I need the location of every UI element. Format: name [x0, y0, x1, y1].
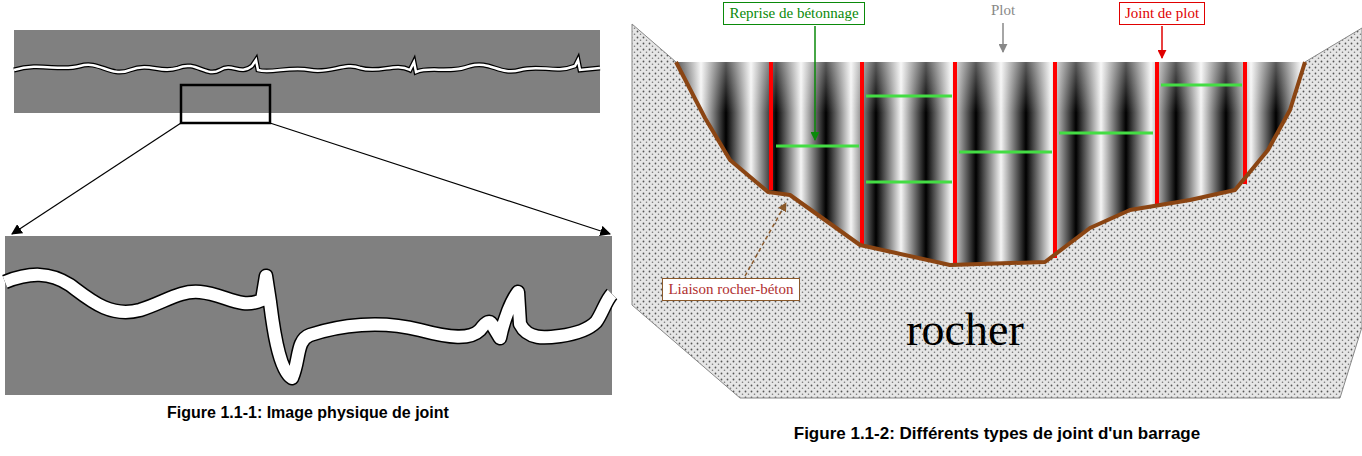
callout-text: Reprise de bétonnage	[729, 4, 858, 23]
figure-caption: Figure 1.1-1: Image physique de joint	[167, 404, 449, 422]
callout-box: Joint de plot	[1119, 2, 1205, 25]
callout-text: Liaison rocher-béton	[668, 280, 793, 299]
figure-caption: Figure 1.1-2: Différents types de joint …	[794, 424, 1200, 444]
region-label: rocher	[906, 303, 1023, 356]
callout-box: Liaison rocher-béton	[662, 278, 799, 301]
callout-box: Reprise de bétonnage	[723, 2, 864, 25]
callout-text: Joint de plot	[1125, 4, 1199, 23]
part-label: Plot	[991, 2, 1015, 19]
